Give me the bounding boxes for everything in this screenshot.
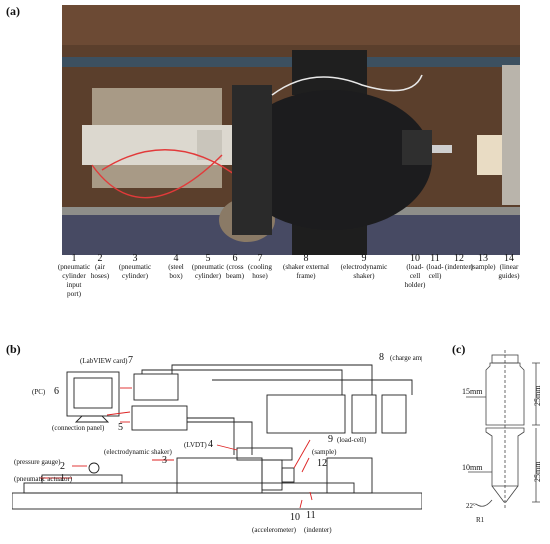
callout-9: 9(electrodynamic shaker) [340, 253, 388, 281]
label-n10: 10 [290, 512, 300, 523]
electrodynamic-shaker [176, 457, 263, 494]
label-charge-amplifiers: (charge amplifiers) [390, 354, 422, 362]
label-n3: 3 [162, 455, 167, 466]
label-lvdt: (LVDT) [184, 441, 207, 449]
dim-angle: 22° [466, 502, 476, 510]
label-n2: 2 [60, 461, 65, 472]
callout-12: 12(indenter) [444, 253, 474, 272]
label-n11: 11 [306, 510, 316, 521]
label-n5: 5 [118, 422, 123, 433]
label-sample: (sample) [312, 448, 337, 456]
label-n12: 12 [317, 458, 327, 469]
panel-label-b: (b) [6, 342, 21, 356]
base-rail [23, 482, 355, 494]
callout-8: 8(shaker external frame) [282, 253, 330, 281]
label-labview-card: (LabVIEW card) [80, 357, 128, 365]
load-cell-holder [261, 459, 283, 491]
callout-4: 4(steel box) [168, 253, 184, 281]
label-n9: 9 [328, 434, 333, 445]
label-accelerometer: (accelerometer) [252, 526, 297, 534]
dim-height-25mm-upper: 25mm [533, 385, 542, 406]
label-pneumatic-actuator: (pneumatic actuator) [14, 475, 73, 483]
label-shaker: (electrodynamic shaker) [104, 448, 172, 456]
callout-13: 13(sample) [470, 253, 496, 272]
labview-card [133, 373, 179, 401]
indenter-upper-body [485, 362, 525, 426]
dim-15mm: 15mm [462, 387, 483, 396]
label-indenter: (indenter) [304, 526, 332, 534]
callout-6: 6(cross beam) [226, 253, 244, 281]
pc-monitor [66, 371, 120, 417]
indenter-tip [491, 485, 519, 503]
schematic-diagram: (LabVIEW card) 7 (PC) 6 (connection pane… [12, 352, 422, 534]
callout-5: 5(pneumatic cylinder) [191, 253, 225, 281]
panel-label-c: (c) [452, 342, 466, 356]
callout-3: 3(pneumatic cylinder) [118, 253, 152, 281]
callout-10: 10(load- cell holder) [404, 253, 426, 290]
indenter-dimension-drawing: 15mm 10mm 25mm 25mm 22° R1 [462, 350, 542, 524]
base-plate [12, 492, 422, 510]
dim-height-25mm-lower: 25mm [533, 461, 542, 482]
dim-10mm: 10mm [462, 463, 483, 472]
callout-11: 11(load- cell) [426, 253, 444, 281]
callout-1: 1(pneumatic cylinder input port) [57, 253, 91, 299]
panel-label-a: (a) [6, 4, 20, 18]
callout-14: 14(linear guides) [498, 253, 520, 281]
label-n1: 1 [60, 473, 65, 484]
test-rig-photo [62, 5, 520, 255]
dim-radius: R1 [476, 516, 485, 524]
charge-amplifier-3 [381, 394, 407, 434]
charge-amplifier-2 [351, 394, 377, 434]
label-n8: 8 [379, 352, 384, 363]
label-pressure-gauge: (pressure gauge) [14, 458, 61, 466]
callout-2: 2(air hoses) [90, 253, 110, 281]
label-load-cell: (load-cell) [337, 436, 367, 444]
load-cell-sensor [281, 467, 295, 483]
callout-row: 1(pneumatic cylinder input port) 2(air h… [0, 254, 550, 314]
charge-amplifier-1 [266, 394, 346, 434]
label-pc: (PC) [32, 388, 46, 396]
label-n7: 7 [128, 355, 133, 366]
label-connection-panel: (connection panel) [52, 424, 105, 432]
sample-holder [326, 457, 373, 494]
label-n4: 4 [208, 439, 213, 450]
label-n6: 6 [54, 386, 59, 397]
connection-panel [131, 405, 188, 431]
callout-7: 7(cooling hose) [248, 253, 272, 281]
pneumatic-actuator [41, 474, 123, 484]
pressure-gauge [88, 462, 100, 474]
